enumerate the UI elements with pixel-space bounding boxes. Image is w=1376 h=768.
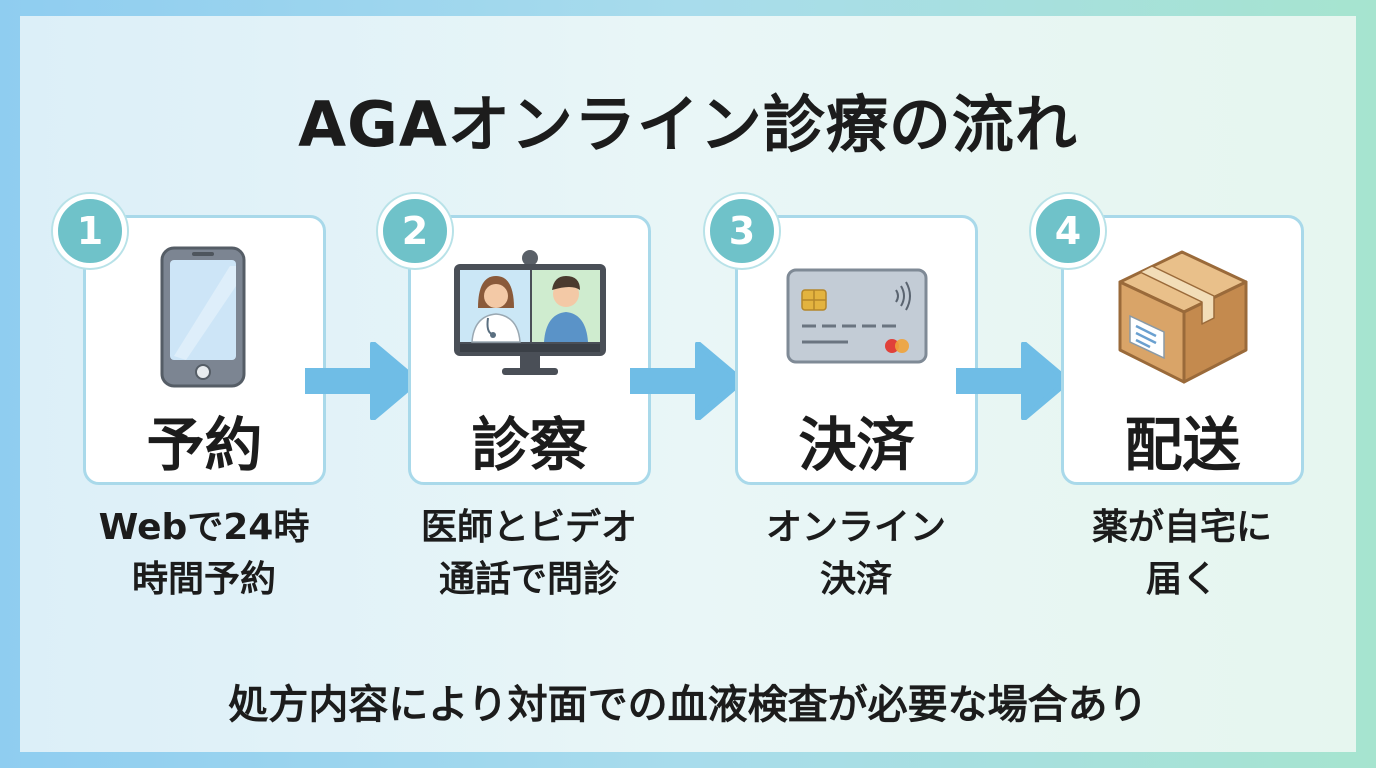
step-number-badge-1: 1 <box>53 194 127 268</box>
step-description-2-line-2: 通話で問診 <box>438 559 619 600</box>
step-description-4-line-1: 薬が自宅に <box>1091 507 1272 548</box>
page-title: AGAオンライン診療の流れ <box>298 88 1078 161</box>
step-description-2: 医師とビデオ 通話で問診 <box>379 502 679 606</box>
step-label-1: 予約 <box>146 411 263 479</box>
step-number-badge-2: 2 <box>378 194 452 268</box>
step-description-4-line-2: 届く <box>1145 559 1218 600</box>
step-description-3: オンライン 決済 <box>706 502 1006 606</box>
arrow-right-icon-2 <box>630 342 745 420</box>
arrow-right-icon-3 <box>956 342 1071 420</box>
footnote: 処方内容により対面での血液検査が必要な場合あり <box>228 682 1148 728</box>
step-label-4: 配送 <box>1124 411 1241 479</box>
step-description-1-line-2: 時間予約 <box>131 559 276 600</box>
step-description-1-line-1: Webで24時 <box>98 507 310 548</box>
step-description-2-line-1: 医師とビデオ <box>420 507 637 548</box>
package-box-icon <box>1118 250 1248 384</box>
step-number-badge-3: 3 <box>705 194 779 268</box>
step-label-2: 診察 <box>471 411 588 479</box>
video-call-icon <box>454 250 606 375</box>
smartphone-icon <box>160 246 246 388</box>
credit-card-icon <box>786 268 928 364</box>
step-label-3: 決済 <box>798 411 915 479</box>
step-description-3-line-2: 決済 <box>819 559 892 600</box>
arrow-right-icon-1 <box>305 342 420 420</box>
step-description-4: 薬が自宅に 届く <box>1032 502 1332 606</box>
step-description-3-line-1: オンライン <box>765 507 946 548</box>
step-description-1: Webで24時 時間予約 <box>54 502 354 606</box>
step-number-badge-4: 4 <box>1031 194 1105 268</box>
